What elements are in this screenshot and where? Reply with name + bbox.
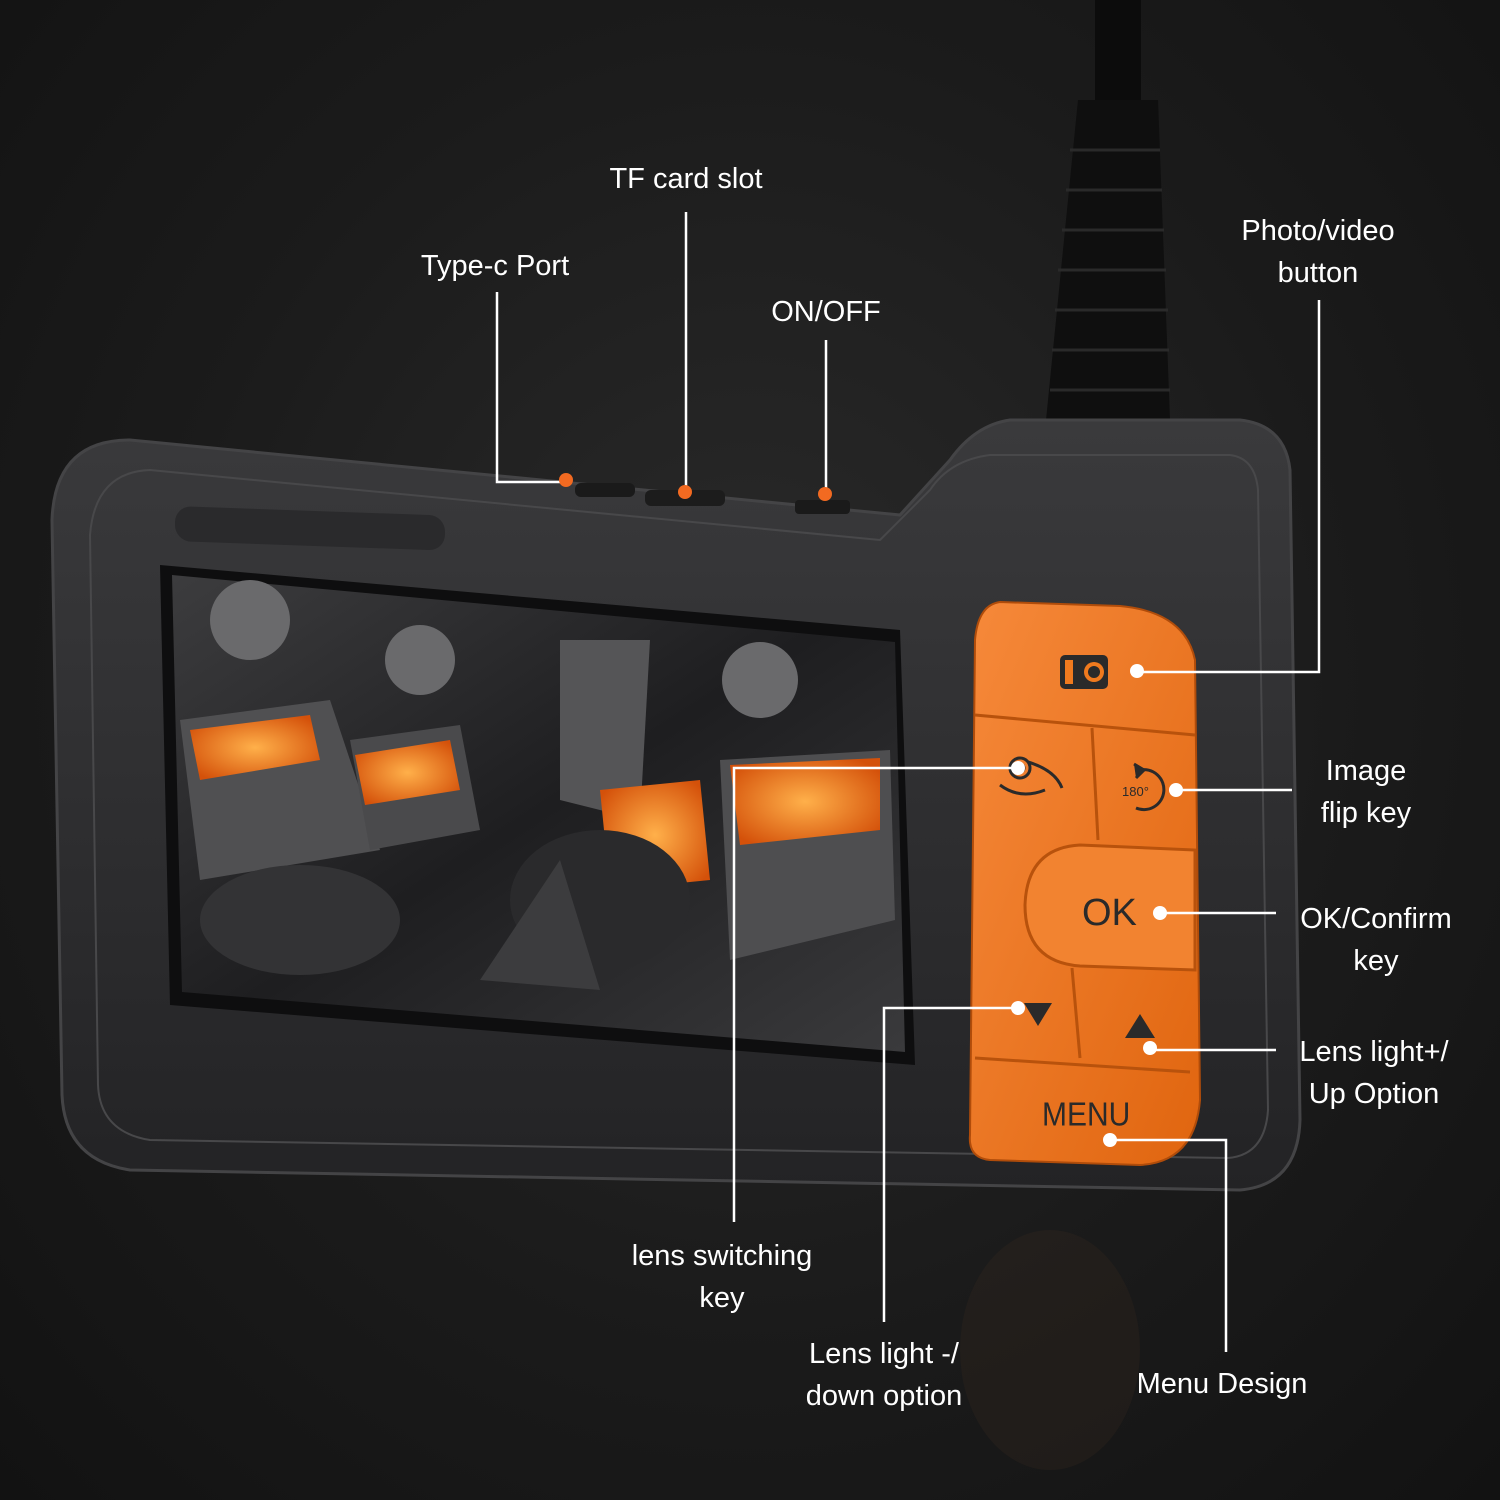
callout-line-menu xyxy=(1110,1138,1228,1352)
callout-photo-video-line-1: Photo/video xyxy=(1241,215,1395,247)
keypad-dividers xyxy=(974,713,1196,1074)
power-switch xyxy=(795,500,850,514)
dot-photo-video xyxy=(1130,664,1144,678)
triangle-down-icon[interactable] xyxy=(1024,1003,1052,1026)
ok-button[interactable] xyxy=(1023,843,1197,972)
dot-lens-switch xyxy=(1011,761,1025,775)
engine-image xyxy=(180,580,895,990)
callout-on-off: ON/OFF xyxy=(771,296,881,328)
dot-tf-card xyxy=(678,485,692,499)
dot-ok xyxy=(1153,906,1167,920)
callout-lens-light-down: Lens light -/ down option xyxy=(774,1333,994,1417)
callout-lens-down-line-1: Lens light -/ xyxy=(809,1338,959,1370)
device-bezel-inner xyxy=(88,454,1270,1160)
callout-line-lens-switch xyxy=(732,766,1018,1222)
keypad-glow xyxy=(960,1230,1140,1470)
cable-strain-relief xyxy=(1046,100,1170,420)
callout-lens-up-line-1: Lens light+/ xyxy=(1299,1036,1449,1068)
callout-image-flip-line-2: flip key xyxy=(1320,797,1412,829)
callout-photo-video-line-2: button xyxy=(1277,257,1359,289)
callout-photo-video-button: Photo/video button xyxy=(1210,210,1426,294)
dot-menu xyxy=(1103,1133,1117,1147)
callout-menu-design: Menu Design xyxy=(1136,1368,1308,1400)
callout-image-flip-line-1: Image xyxy=(1325,755,1407,787)
callout-dots xyxy=(559,473,1183,1147)
callout-lines xyxy=(495,212,1321,1352)
callout-line-photo-video xyxy=(1137,300,1321,674)
strain-relief-ribs xyxy=(1050,148,1170,392)
callout-type-c-port: Type-c Port xyxy=(420,250,570,282)
callout-lens-down-line-2: down option xyxy=(805,1380,963,1412)
callout-lens-switching-key: lens switching key xyxy=(606,1235,838,1319)
menu-label: MENU xyxy=(1042,1095,1130,1133)
triangle-up-icon[interactable] xyxy=(1125,1014,1155,1038)
callout-ok-confirm-line-1: OK/Confirm xyxy=(1300,903,1452,935)
callout-lens-switch-line-1: lens switching xyxy=(631,1240,813,1272)
callout-ok-confirm-line-2: key xyxy=(1353,945,1399,977)
type-c-port xyxy=(575,483,635,497)
top-vent xyxy=(175,506,445,550)
dot-type-c xyxy=(559,473,573,487)
dot-lens-up xyxy=(1143,1041,1157,1055)
callout-line-lens-down xyxy=(882,1006,1018,1322)
dot-on-off xyxy=(818,487,832,501)
callout-lens-switch-line-2: key xyxy=(699,1282,745,1314)
dot-image-flip xyxy=(1169,783,1183,797)
dot-lens-down xyxy=(1011,1001,1025,1015)
callout-lens-light-up: Lens light+/ Up Option xyxy=(1276,1031,1472,1115)
callout-tf-card-slot: TF card slot xyxy=(609,163,763,195)
flip-angle-label: 180° xyxy=(1122,784,1149,799)
callout-image-flip-key: Image flip key xyxy=(1290,750,1442,834)
camera-icon xyxy=(1060,655,1108,689)
callout-ok-confirm-key: OK/Confirm key xyxy=(1276,898,1476,982)
callout-line-type-c xyxy=(495,292,566,484)
ok-label: OK xyxy=(1082,892,1137,934)
callout-lens-up-line-2: Up Option xyxy=(1308,1078,1440,1110)
rotate-icon xyxy=(1133,762,1166,812)
